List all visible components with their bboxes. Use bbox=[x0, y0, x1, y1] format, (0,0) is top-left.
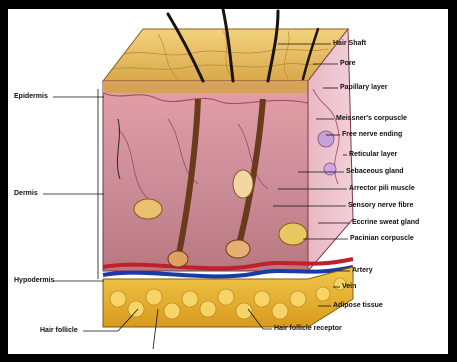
label-papillary-layer: Papillary layer bbox=[340, 84, 387, 92]
label-sebaceous-gland: Sebaceous gland bbox=[346, 168, 404, 176]
label-hair-follicle-receptor: Hair follicle receptor bbox=[274, 325, 342, 333]
diagram-frame: Epidermis Dermis Hypodermis Hair follicl… bbox=[8, 9, 448, 354]
label-meissners-corpuscle: Meissner's corpuscle bbox=[336, 115, 407, 123]
label-hair-shaft: Hair Shaft bbox=[333, 40, 366, 48]
dermis-front-face bbox=[103, 81, 308, 271]
label-hair-follicle: Hair follicle bbox=[40, 327, 78, 335]
label-vein: Vein bbox=[342, 283, 356, 291]
label-sensory-nerve-fibre: Sensory nerve fibre bbox=[348, 202, 413, 210]
label-epidermis: Epidermis bbox=[14, 93, 48, 101]
label-artery: Artery bbox=[352, 267, 373, 275]
label-pacinian-corpuscle: Pacinian corpuscle bbox=[350, 235, 414, 243]
label-eccrine-sweat-gland: Eccrine sweat gland bbox=[352, 219, 419, 227]
label-dermis: Dermis bbox=[14, 190, 38, 198]
epidermis-top-surface bbox=[103, 29, 348, 81]
label-free-nerve-ending: Free nerve ending bbox=[342, 131, 402, 139]
label-arrector-pili-muscle: Arrector pili muscle bbox=[349, 185, 415, 193]
label-reticular-layer: Reticular layer bbox=[349, 151, 397, 159]
label-adipose-tissue: Adipose tissue bbox=[333, 302, 383, 310]
label-pore: Pore bbox=[340, 60, 356, 68]
label-hypodermis: Hypodermis bbox=[14, 277, 54, 285]
